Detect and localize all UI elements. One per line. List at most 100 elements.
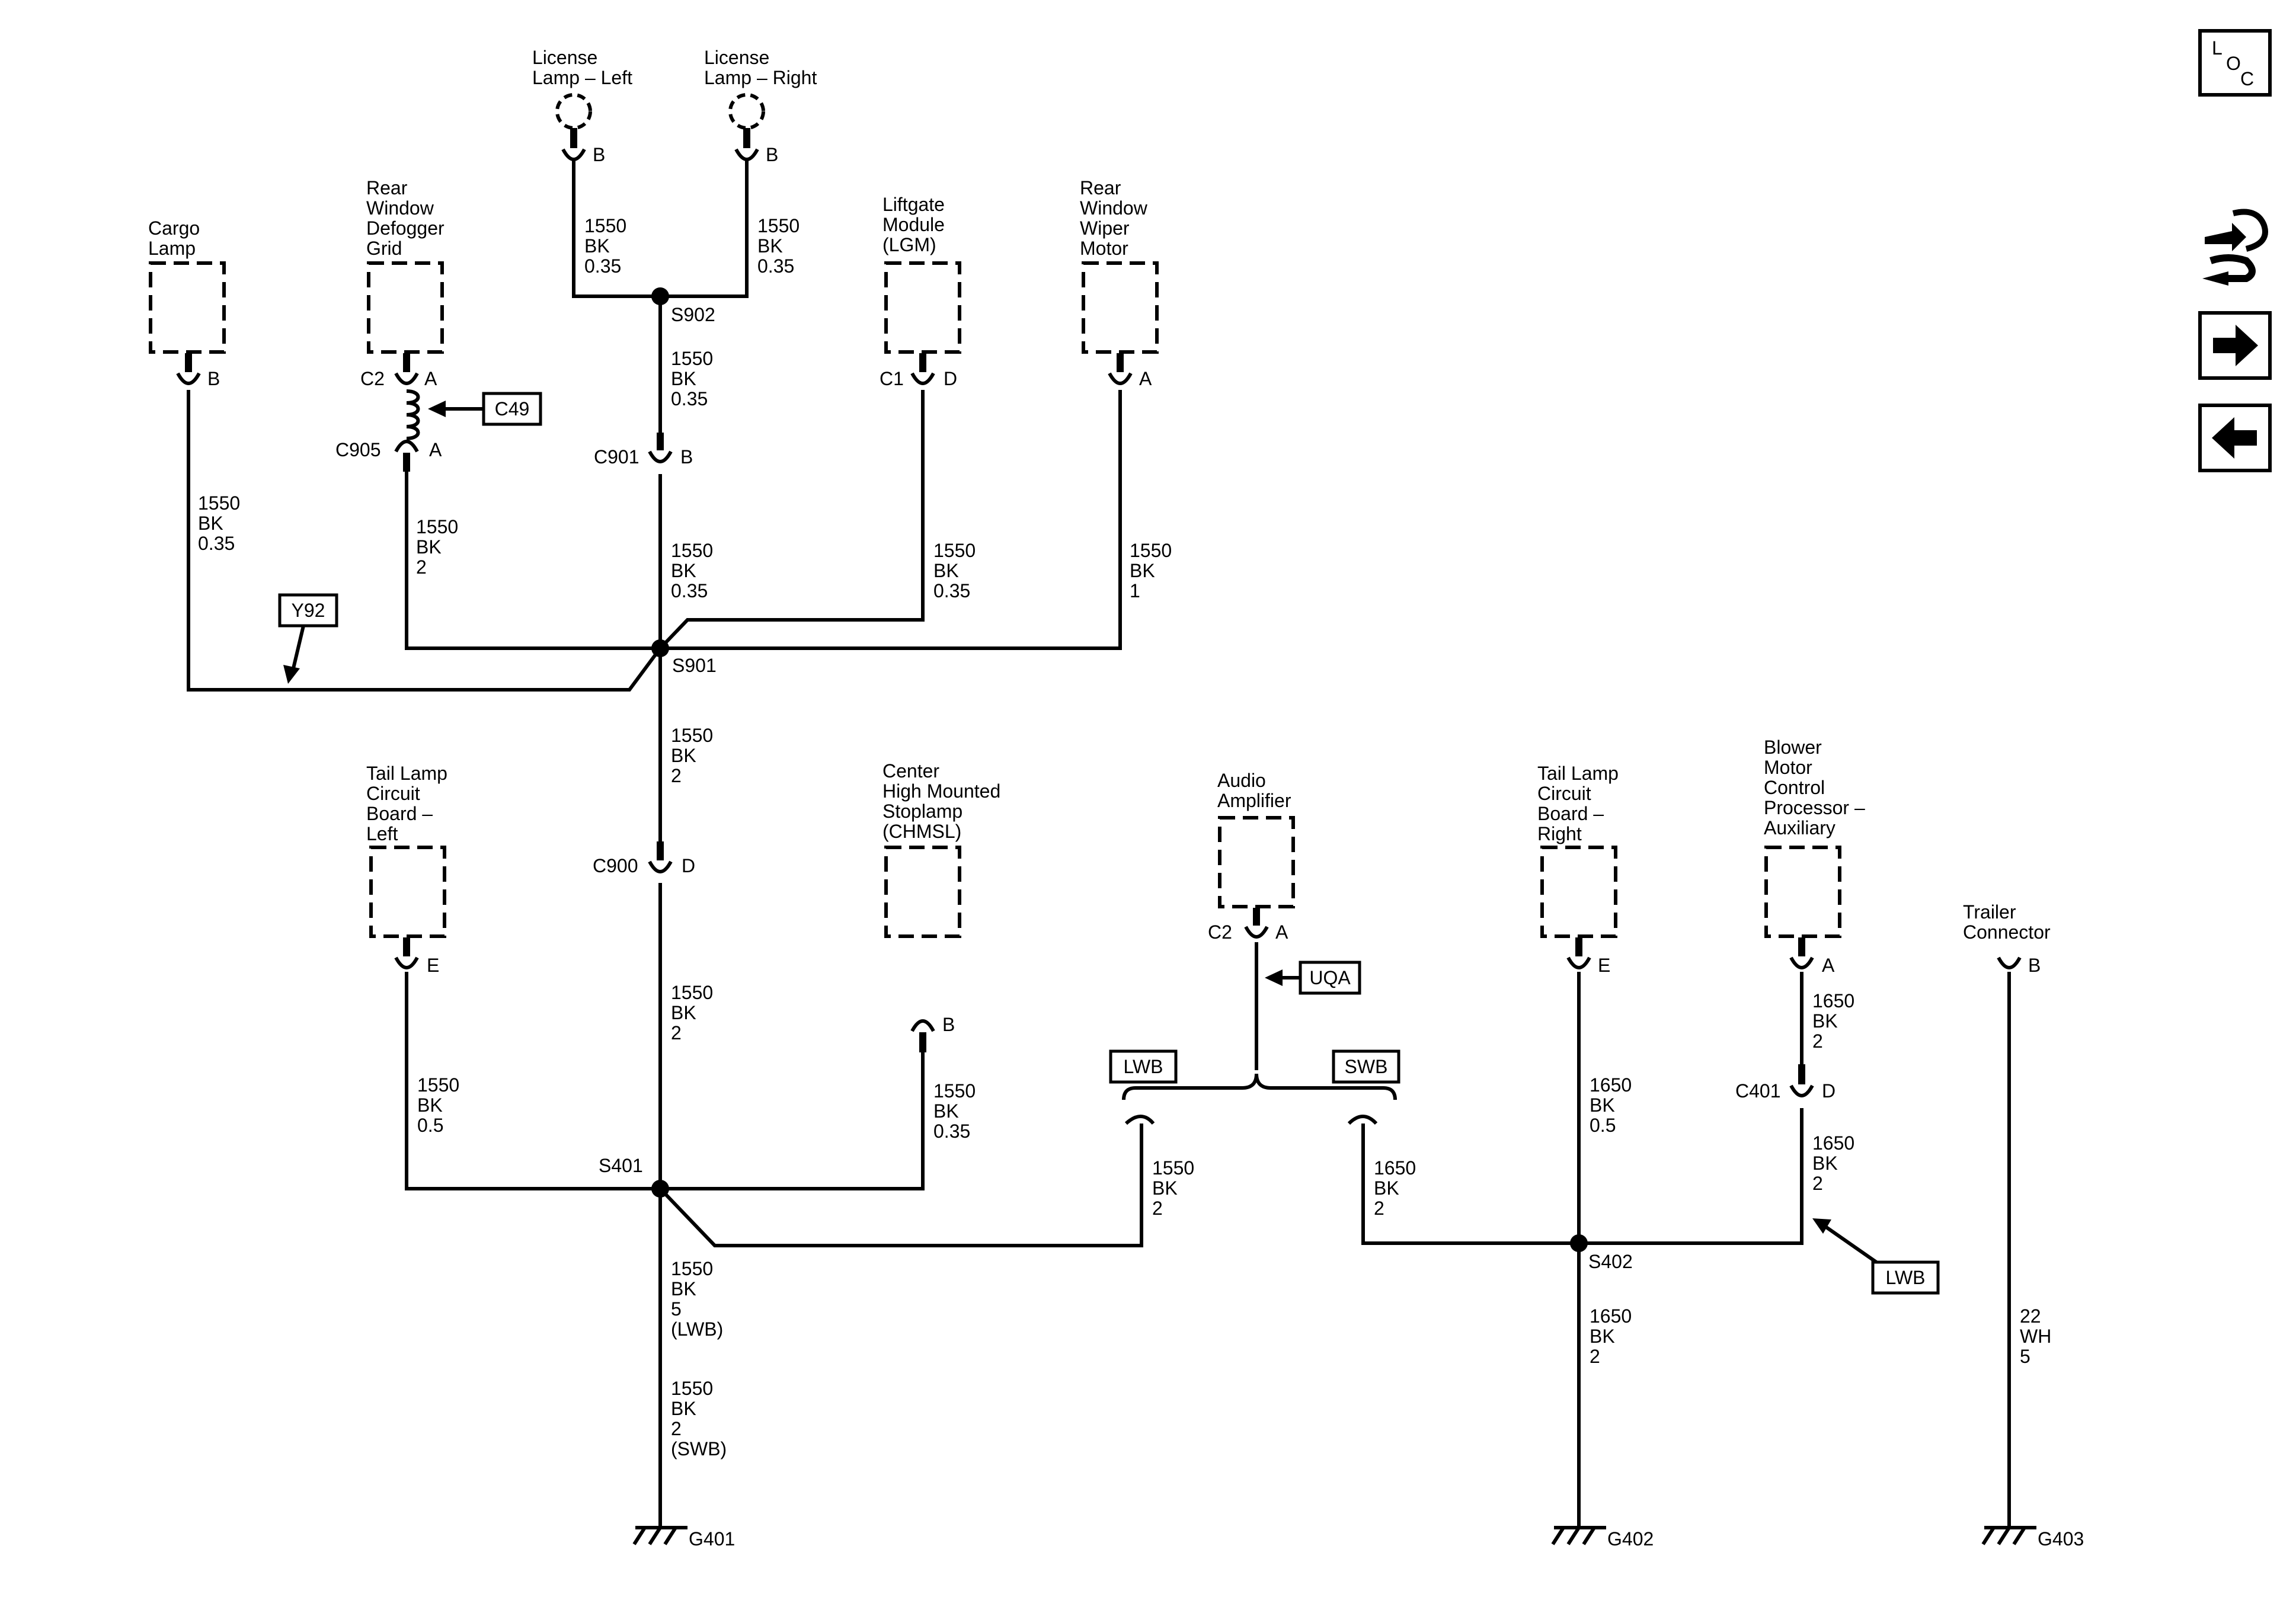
ground-g403-symbol: [1981, 1526, 2036, 1545]
rear-defogger-box: [367, 261, 444, 354]
splice-label-s901: S901: [672, 655, 717, 676]
pin-tail-left-e: E: [427, 955, 439, 976]
option-label-swb: SWB: [1345, 1056, 1388, 1077]
pin-liftgate-d: D: [944, 368, 957, 389]
splice-s402: [1570, 1234, 1588, 1252]
wire-wiper: [660, 390, 1122, 650]
pin-trailer-b: B: [2028, 955, 2041, 976]
wire-defogger: [405, 468, 660, 650]
pin-c905-a: A: [429, 439, 442, 460]
connectors: [176, 128, 2022, 1097]
connector-c900: C900: [593, 855, 638, 876]
cargo-lamp-box: [149, 261, 226, 354]
ground-label-g401: G401: [689, 1528, 735, 1550]
nav-panel: L O C: [2198, 29, 2272, 472]
option-tag-c49: [482, 392, 542, 426]
ground-label-g403: G403: [2038, 1528, 2084, 1550]
wire-chmsl: [660, 1037, 925, 1190]
connector-c401: C401: [1735, 1080, 1781, 1102]
ground-g401-symbol: [632, 1526, 687, 1545]
option-label-y92: Y92: [292, 600, 325, 621]
wire-c401-s402: [1579, 1108, 1803, 1245]
license-lamp-left-symbol: [555, 93, 592, 130]
audio-amplifier-box: [1218, 816, 1295, 908]
option-label-lwb-right: LWB: [1886, 1267, 1926, 1288]
splice-label-s402: S402: [1588, 1251, 1633, 1272]
option-label-c49: C49: [495, 398, 530, 420]
splices: [651, 287, 1588, 1252]
pin-audio-a: A: [1275, 921, 1288, 943]
option-label-uqa: UQA: [1309, 967, 1351, 988]
connector-view-icon[interactable]: [2202, 209, 2268, 286]
ground-g402-symbol: [1551, 1526, 1606, 1545]
wire-cargo: [187, 390, 662, 692]
option-tag-lwb-right: [1871, 1260, 1940, 1295]
components: [149, 93, 1841, 938]
connector-liftgate-c1: C1: [880, 368, 904, 389]
option-tag-y92: [278, 593, 338, 628]
pin-chmsl-b: B: [942, 1014, 955, 1035]
pin-license-right: B: [766, 144, 778, 165]
connector-c905: C905: [335, 439, 381, 460]
option-brace: [1122, 1073, 1397, 1125]
splice-label-s401: S401: [599, 1155, 643, 1176]
wire-license-left: [572, 160, 660, 298]
loc-letter-c: C: [2240, 68, 2254, 89]
splice-s901: [651, 639, 669, 657]
splice-label-s902: S902: [671, 304, 715, 325]
connector-defogger-c2: C2: [360, 368, 385, 389]
pin-c900-d: D: [682, 855, 695, 876]
connector-c901: C901: [594, 446, 639, 468]
previous-page-button[interactable]: [2198, 404, 2272, 472]
blower-motor-box: [1764, 846, 1841, 938]
liftgate-module-box: [884, 261, 961, 354]
location-button[interactable]: L O C: [2198, 29, 2272, 97]
splice-s902: [651, 287, 669, 305]
pin-cargo: B: [207, 368, 220, 389]
next-page-button[interactable]: [2198, 311, 2272, 380]
tail-lamp-right-box: [1540, 846, 1617, 938]
loc-letter-l: L: [2212, 37, 2223, 59]
pin-c901-b: B: [680, 446, 693, 468]
wires: [187, 160, 2011, 1528]
option-tag-lwb-left: [1109, 1049, 1178, 1084]
wire-liftgate: [658, 390, 925, 650]
pin-wiper-a: A: [1139, 368, 1152, 389]
pin-defogger-a: A: [424, 368, 437, 389]
chmsl-box: [884, 846, 961, 938]
loc-letter-o: O: [2226, 53, 2241, 74]
wire-tail-left: [405, 972, 660, 1190]
ground-label-g402: G402: [1607, 1528, 1654, 1550]
pin-c401-d: D: [1822, 1080, 1835, 1102]
splice-s401: [651, 1180, 669, 1198]
